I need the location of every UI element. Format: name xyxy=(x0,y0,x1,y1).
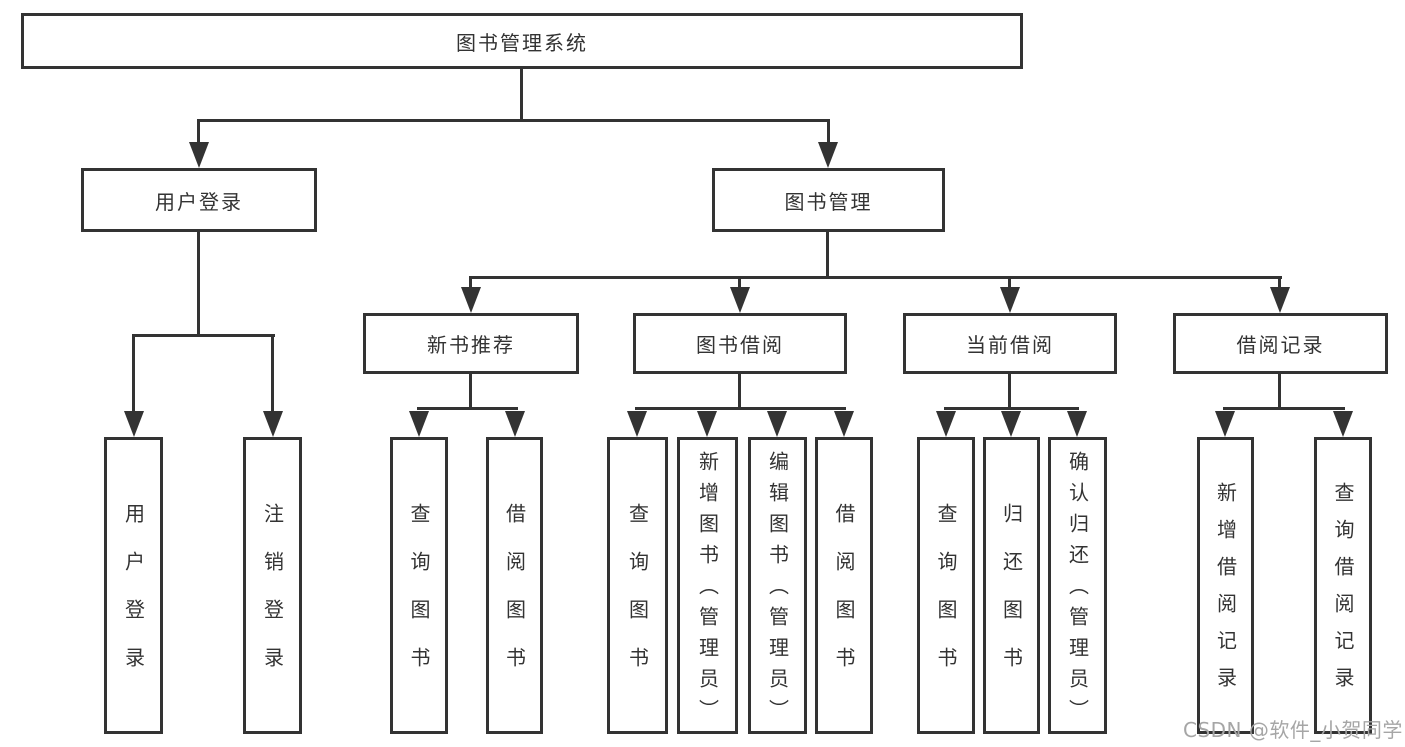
connector-line xyxy=(738,374,741,410)
node-library-management-system: 图书管理系统 xyxy=(21,13,1023,69)
arrowhead-down-icon xyxy=(1215,411,1235,437)
leaf-borrow-books: 借阅图书 xyxy=(486,437,543,734)
connector-line xyxy=(417,407,518,410)
connector-line xyxy=(520,69,523,122)
connector-line xyxy=(827,119,830,150)
leaf-label: 查询图书 xyxy=(407,502,431,695)
leaf-label: 查询借阅记录 xyxy=(1331,482,1355,704)
arrowhead-down-icon xyxy=(409,411,429,437)
connector-line xyxy=(1008,276,1011,292)
csdn-watermark: CSDN @软件_小贺同学 xyxy=(1183,718,1403,742)
leaf-query-borrow-record: 查询借阅记录 xyxy=(1314,437,1372,734)
connector-line xyxy=(469,374,472,410)
arrowhead-down-icon xyxy=(1000,287,1020,313)
connector-line xyxy=(197,232,200,337)
connector-line xyxy=(738,276,741,292)
leaf-label: 新增借阅记录 xyxy=(1213,482,1238,704)
arrowhead-down-icon xyxy=(627,411,647,437)
node-user-login: 用户登录 xyxy=(81,168,317,232)
connector-line xyxy=(826,232,829,279)
node-book-management: 图书管理 xyxy=(712,168,945,232)
connector-line xyxy=(197,119,830,122)
arrowhead-down-icon xyxy=(1001,411,1021,437)
leaf-borrow-books: 借阅图书 xyxy=(815,437,873,734)
connector-line xyxy=(1223,407,1345,410)
leaf-label: 确认归还（管理员） xyxy=(1065,450,1090,730)
arrowhead-down-icon xyxy=(1333,411,1353,437)
leaf-label: 编辑图书（管理员） xyxy=(765,450,790,730)
connector-line xyxy=(271,334,274,416)
leaf-label: 查询图书 xyxy=(625,502,650,695)
leaf-label: 归还图书 xyxy=(999,502,1024,695)
leaf-label: 注销登录 xyxy=(260,502,285,695)
leaf-edit-book-admin: 编辑图书（管理员） xyxy=(748,437,807,734)
arrowhead-down-icon xyxy=(936,411,956,437)
leaf-label: 借阅图书 xyxy=(832,502,856,695)
arrowhead-down-icon xyxy=(767,411,787,437)
arrowhead-down-icon xyxy=(189,142,209,168)
arrowhead-down-icon xyxy=(505,411,525,437)
node-label: 用户登录 xyxy=(155,189,243,214)
node-label: 图书借阅 xyxy=(696,333,784,357)
arrowhead-down-icon xyxy=(263,411,283,437)
connector-line xyxy=(944,407,1079,410)
leaf-query-books: 查询图书 xyxy=(390,437,448,734)
leaf-return-books: 归还图书 xyxy=(983,437,1040,734)
connector-line xyxy=(469,276,1282,279)
arrowhead-down-icon xyxy=(697,411,717,437)
node-current-borrow: 当前借阅 xyxy=(903,313,1117,374)
connector-line xyxy=(132,334,135,416)
node-book-borrow: 图书借阅 xyxy=(633,313,847,374)
connector-line xyxy=(635,407,846,410)
arrowhead-down-icon xyxy=(124,411,144,437)
connector-line xyxy=(1278,276,1281,292)
connector-line xyxy=(197,119,200,150)
leaf-add-book-admin: 新增图书（管理员） xyxy=(677,437,738,734)
connector-line xyxy=(132,334,275,337)
arrowhead-down-icon xyxy=(1270,287,1290,313)
arrowhead-down-icon xyxy=(834,411,854,437)
node-label: 当前借阅 xyxy=(966,333,1054,357)
leaf-label: 新增图书（管理员） xyxy=(695,450,720,730)
leaf-label: 用户登录 xyxy=(121,502,146,695)
leaf-label: 查询图书 xyxy=(934,502,958,695)
connector-line xyxy=(1008,374,1011,410)
leaf-label: 借阅图书 xyxy=(502,502,527,695)
connector-line xyxy=(469,276,472,292)
leaf-confirm-return-admin: 确认归还（管理员） xyxy=(1048,437,1107,734)
leaf-logout: 注销登录 xyxy=(243,437,302,734)
leaf-add-borrow-record: 新增借阅记录 xyxy=(1197,437,1254,734)
node-label: 图书管理 xyxy=(784,189,873,214)
arrowhead-down-icon xyxy=(1067,411,1087,437)
arrowhead-down-icon xyxy=(730,287,750,313)
connector-line xyxy=(1278,374,1281,410)
node-borrow-records: 借阅记录 xyxy=(1173,313,1388,374)
node-label: 新书推荐 xyxy=(427,333,515,357)
arrowhead-down-icon xyxy=(818,142,838,168)
arrowhead-down-icon xyxy=(461,287,481,313)
node-label: 借阅记录 xyxy=(1236,333,1325,357)
leaf-user-login: 用户登录 xyxy=(104,437,163,734)
node-label: 图书管理系统 xyxy=(456,30,588,55)
leaf-query-books: 查询图书 xyxy=(607,437,668,734)
node-new-book-recommend: 新书推荐 xyxy=(363,313,579,374)
leaf-query-books: 查询图书 xyxy=(917,437,975,734)
